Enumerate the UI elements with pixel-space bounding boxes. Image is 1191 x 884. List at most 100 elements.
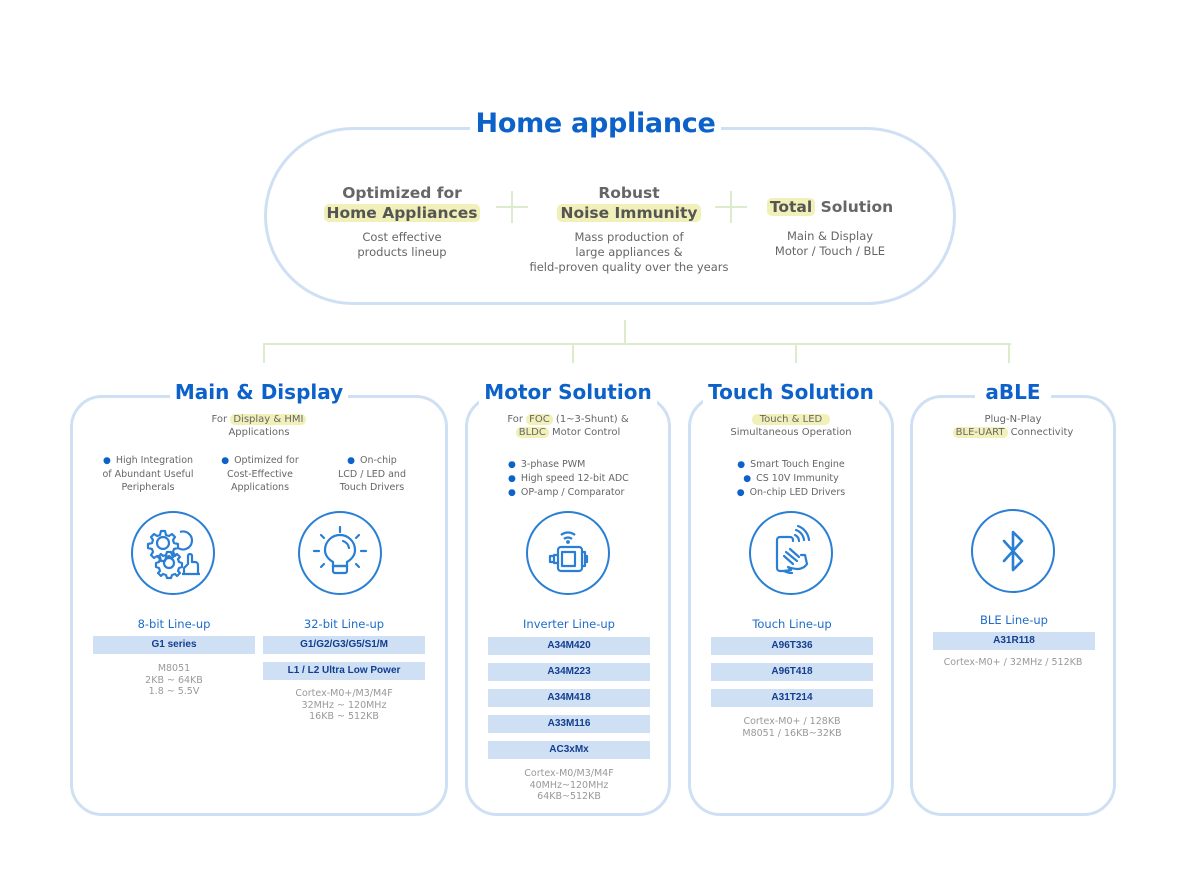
feature-line1: Optimized for [342, 184, 462, 202]
spec-line: 64KB~512KB [537, 791, 601, 802]
sub-text: Simultaneous Operation [730, 427, 852, 438]
lineup-label: BLE Line-up [980, 613, 1048, 627]
desc-line: Cost effective [362, 230, 442, 244]
touch-solution-title: Touch Solution [688, 380, 894, 404]
connector-line [263, 343, 1011, 345]
product-a34m418[interactable]: A34M418 [488, 689, 650, 707]
motor-solution-title: Motor Solution [465, 380, 671, 404]
desc-line: products lineup [357, 245, 447, 259]
product-a33m116[interactable]: A33M116 [488, 715, 650, 733]
lineup-label: Touch Line-up [752, 617, 832, 631]
panel-title-text: Motor Solution [479, 380, 657, 404]
connector-line [624, 320, 626, 344]
bullet-text: Smart Touch Engine [750, 459, 845, 470]
bullet-dot-icon: ● [736, 488, 745, 498]
product-a31r118[interactable]: A31R118 [933, 632, 1095, 650]
gears-icon [131, 511, 215, 595]
touch-phone-icon [749, 511, 833, 595]
page-title-text: Home appliance [469, 108, 722, 139]
bullet-text: Peripherals [121, 482, 175, 493]
feature-rest: Solution [815, 198, 894, 216]
spec-line: 1.8 ~ 5.5V [148, 686, 200, 697]
lineup-label: Inverter Line-up [523, 617, 615, 631]
spec-line: Cortex-M0+ / 32MHz / 512KB [943, 657, 1083, 668]
spec-line: 32MHz ~ 120MHz [301, 699, 387, 711]
plus-icon [496, 191, 528, 223]
bullet-dot-icon: ● [221, 456, 230, 466]
spec-text: Cortex-M0+ / 32MHz / 512KB [910, 657, 1116, 669]
motor-bullets: ●3-phase PWM ●High speed 12-bit ADC ●OP-… [508, 458, 668, 500]
product-a34m420[interactable]: A34M420 [488, 637, 650, 655]
desc-line: Main & Display [786, 229, 874, 243]
desc-line: Motor / Touch / BLE [774, 244, 886, 258]
product-g1-series[interactable]: G1 series [93, 636, 255, 654]
product-a31t214[interactable]: A31T214 [711, 689, 873, 707]
spec-line: Cortex-M0/M3/M4F [524, 768, 614, 779]
bullet-dot-icon: ● [102, 456, 111, 466]
bullet-text: CS 10V Immunity [756, 473, 839, 484]
able-title: aBLE [910, 380, 1116, 404]
spec-line: 2KB ~ 64KB [145, 674, 203, 686]
page-title: Home appliance [0, 108, 1191, 139]
bullet-text: of Abundant Useful [102, 469, 194, 480]
sub-highlight: BLDC [515, 427, 549, 438]
spec-line: 40MHz~120MHz [529, 779, 609, 791]
bullet-item: ● On-chip LED Drivers [688, 486, 894, 500]
plus-icon [715, 191, 747, 223]
bullet-item: ●3-phase PWM [508, 458, 668, 472]
product-a96t418[interactable]: A96T418 [711, 663, 873, 681]
feature-line1: Robust [598, 184, 660, 202]
product-g-series-32bit[interactable]: G1/G2/G3/G5/S1/M [263, 636, 425, 654]
bullet-text: On-chip [360, 455, 397, 466]
sub-text: For [507, 414, 527, 425]
panel-title-text: Main & Display [169, 380, 349, 404]
sub-highlight: FOC [526, 414, 553, 425]
product-l1-l2[interactable]: L1 / L2 Ultra Low Power [263, 662, 425, 680]
connector-line [572, 343, 574, 363]
bullet-dot-icon: ● [508, 488, 516, 498]
desc-line: Mass production of [574, 230, 684, 244]
bullet-text: High speed 12-bit ADC [520, 473, 629, 484]
feature-highlight: Noise Immunity [557, 204, 701, 222]
sub-highlight: Touch & LED [751, 414, 831, 425]
bullet-text: Optimized for [234, 455, 299, 466]
bluetooth-icon [971, 509, 1055, 593]
panel-title-text: aBLE [975, 380, 1051, 404]
sub-text: (1~3-Shunt) & [552, 414, 629, 425]
bullet-item: ●CS 10V Immunity [688, 472, 894, 486]
sub-text: For [211, 414, 231, 425]
feature-highlight: Home Appliances [323, 204, 481, 222]
motor-icon [526, 511, 610, 595]
product-a96t336[interactable]: A96T336 [711, 637, 873, 655]
spec-line: Cortex-M0+/M3/M4F [295, 688, 393, 699]
desc-line: field-proven quality over the years [529, 260, 729, 274]
bullet-item: ●High speed 12-bit ADC [508, 472, 668, 486]
sub-highlight: BLE-UART [952, 427, 1008, 438]
product-ac3xmx[interactable]: AC3xMx [488, 741, 650, 759]
bullet-text: Touch Drivers [339, 482, 405, 493]
product-a34m223[interactable]: A34M223 [488, 663, 650, 681]
bullet-dot-icon: ● [737, 460, 746, 470]
sub-text: Motor Control [548, 427, 621, 438]
motor-subtitle: For FOC (1~3-Shunt) &BLDC Motor Control [465, 413, 671, 439]
lineup-label: 32-bit Line-up [303, 617, 385, 631]
touch-subtitle: Touch & LED Simultaneous Operation [688, 413, 894, 439]
spec-line: M8051 [157, 663, 191, 674]
sub-highlight: Display & HMI [230, 414, 307, 425]
spec-line: Cortex-M0+ / 128KB [743, 716, 841, 727]
touch-bullets: ● Smart Touch Engine ●CS 10V Immunity ● On… [688, 458, 894, 500]
bullet-text: On-chip LED Drivers [749, 487, 846, 498]
bullet-text: Cost-Effective [227, 469, 293, 480]
bullet-text: 3-phase PWM [520, 459, 586, 470]
